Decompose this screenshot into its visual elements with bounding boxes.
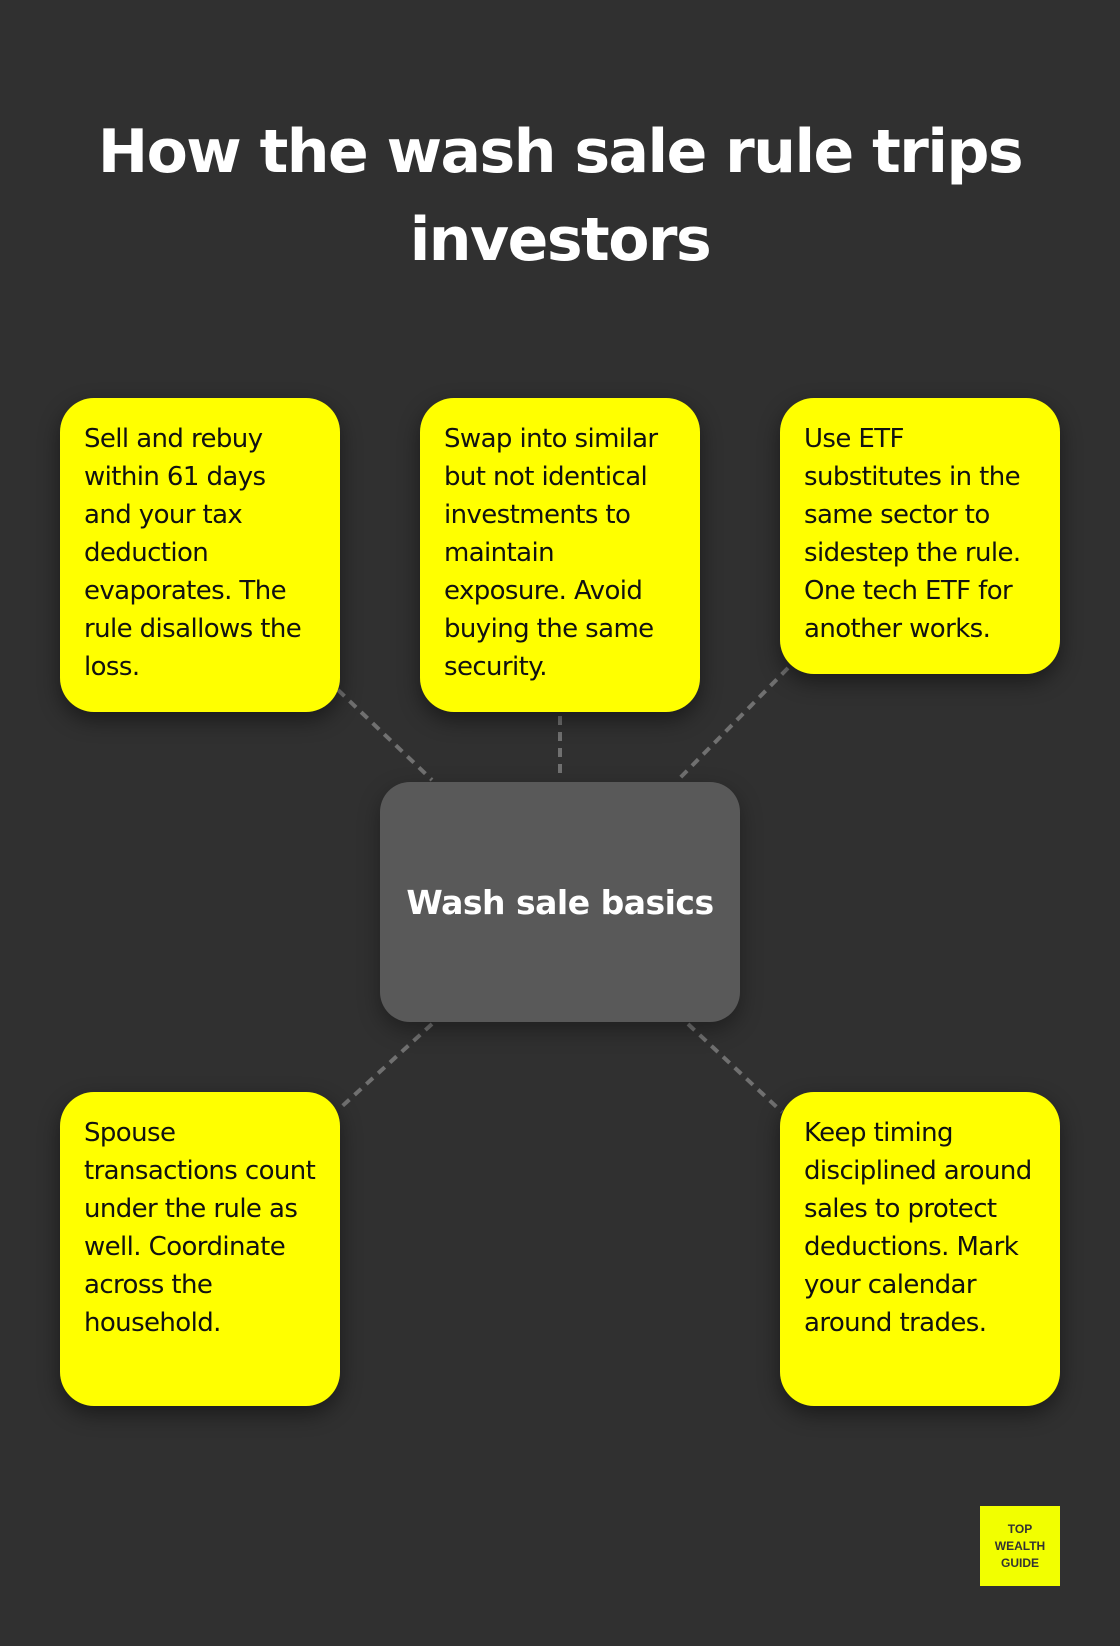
card-top-left: Sell and rebuy within 61 days and your t…	[60, 398, 340, 712]
card-bottom-right: Keep timing disciplined around sales to …	[780, 1092, 1060, 1406]
page-title: How the wash sale rule trips investors	[97, 117, 1024, 275]
connector-bottom-right	[686, 1022, 784, 1114]
card-text: Keep timing disciplined around sales to …	[804, 1118, 1032, 1338]
brand-logo: TOP WEALTH GUIDE	[980, 1506, 1060, 1586]
center-node: Wash sale basics	[380, 782, 740, 1022]
card-top-right: Use ETF substitutes in the same sector t…	[780, 398, 1060, 674]
card-text: Spouse transactions count under the rule…	[84, 1118, 316, 1338]
connector-bottom-left	[336, 1022, 434, 1112]
card-text: Sell and rebuy within 61 days and your t…	[84, 424, 302, 682]
logo-line-1: TOP	[1007, 1521, 1033, 1536]
connector-top-left	[336, 688, 434, 782]
center-label: Wash sale basics	[406, 882, 714, 922]
card-text: Swap into similar but not identical inve…	[444, 424, 658, 682]
card-text: Use ETF substitutes in the same sector t…	[804, 424, 1021, 644]
card-top-center: Swap into similar but not identical inve…	[420, 398, 700, 712]
logo-line-3: GUIDE	[1000, 1555, 1039, 1570]
logo-line-2: WEALTH	[994, 1538, 1046, 1553]
card-bottom-left: Spouse transactions count under the rule…	[60, 1092, 340, 1406]
connector-top-right	[676, 666, 790, 782]
